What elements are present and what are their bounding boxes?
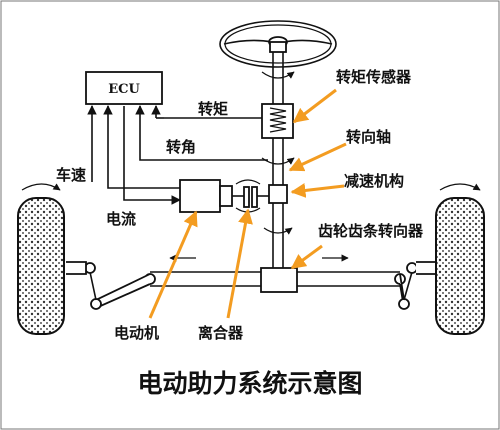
ecu-label: ECU (108, 82, 140, 97)
angle-signal-line (135, 105, 268, 161)
label-vehicle-speed: 车速 (56, 166, 86, 184)
current-line-2 (123, 106, 181, 205)
leader-clutch (226, 208, 253, 319)
label-rack-pinion: 齿轮齿条转向器 (318, 222, 424, 240)
leader-motor (148, 210, 198, 319)
diagram-title: 电动助力系统示意图 (137, 369, 362, 398)
steering-shaft (261, 52, 295, 272)
leader-steering-shaft (288, 142, 347, 172)
torque-sensor (261, 103, 294, 139)
ecu-unit: ECU (85, 71, 163, 105)
left-linkage (66, 261, 151, 310)
rack-and-pinion (144, 254, 406, 293)
label-steering-angle: 转角 (166, 138, 196, 156)
reducer-box (268, 184, 288, 204)
clutch-unit (232, 179, 269, 213)
leader-reducer (290, 183, 345, 198)
label-steering-shaft: 转向轴 (346, 128, 391, 146)
label-reducer: 减速机构 (344, 172, 404, 190)
label-current: 电流 (106, 210, 136, 228)
right-linkage (398, 261, 437, 310)
left-wheel (17, 183, 65, 335)
current-line-1 (103, 105, 180, 189)
right-wheel (435, 183, 485, 335)
leader-rack (290, 244, 323, 270)
label-motor: 电动机 (114, 324, 159, 342)
label-clutch: 离合器 (198, 324, 244, 342)
electric-motor (179, 179, 233, 213)
label-torque-sensor: 转矩传感器 (336, 68, 412, 86)
steering-wheel (219, 20, 337, 68)
leader-torque-sensor (292, 88, 337, 124)
label-torque: 转矩 (198, 100, 228, 118)
